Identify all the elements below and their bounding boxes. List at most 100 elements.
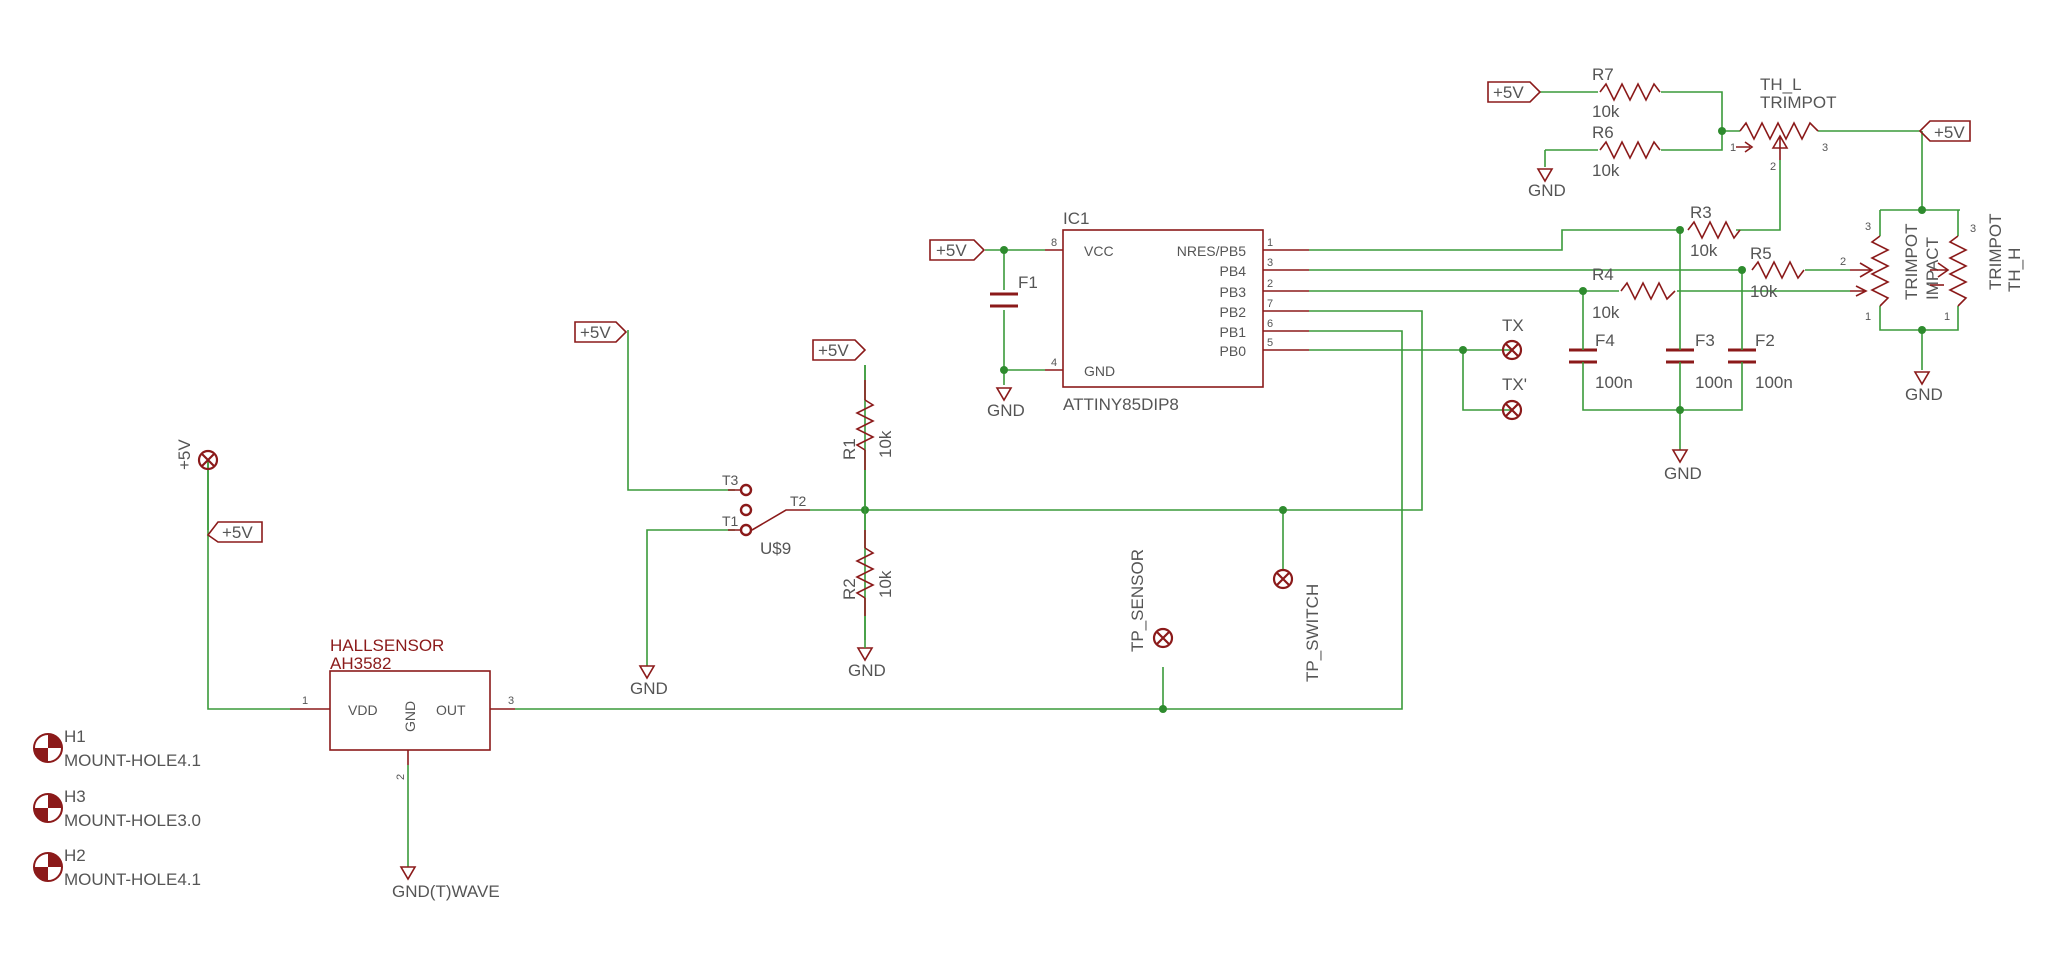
supply-label: +5V — [222, 523, 253, 542]
ic1-pin-pb0: PB0 — [1220, 343, 1247, 359]
ic1-pin-num: 1 — [1267, 237, 1273, 249]
resistor-value: 10k — [876, 570, 895, 598]
mount-hole-h3: H3 MOUNT-HOLE3.0 — [33, 787, 201, 830]
trimpot-pin-num: 1 — [1865, 311, 1871, 323]
test-point-switch: TP_SWITCH — [1272, 568, 1322, 682]
ic1-value: ATTINY85DIP8 — [1063, 395, 1179, 414]
ic1-pin-gnd: GND — [1084, 363, 1115, 379]
mount-hole-value: MOUNT-HOLE4.1 — [64, 870, 201, 889]
supply-flag-hall: +5V — [206, 521, 263, 543]
hall-pin-out: OUT — [436, 702, 466, 718]
switch-pin-t3: T3 — [722, 472, 739, 488]
trimpot-pin-num: 3 — [1822, 142, 1828, 154]
ic1-pin-num: 3 — [1267, 257, 1273, 269]
mount-hole-value: MOUNT-HOLE4.1 — [64, 751, 201, 770]
supply-flag-ic1: +5V — [929, 239, 986, 261]
capacitor-ref: F2 — [1755, 331, 1775, 350]
resistor-r1: R1 10k — [840, 365, 895, 510]
junctions — [861, 127, 1926, 713]
mount-hole-h2: H2 MOUNT-HOLE4.1 — [33, 846, 201, 889]
hall-pin-vdd: VDD — [348, 702, 378, 718]
resistor-ref: R2 — [840, 578, 859, 600]
ground-label: GND — [1664, 464, 1702, 483]
ground-label: GND — [1528, 181, 1566, 200]
supply-label: +5V — [580, 323, 611, 342]
resistor-value: 10k — [1592, 102, 1620, 121]
trimpot-impact: TRIMPOT IMPACT 3 2 1 — [1840, 221, 1942, 323]
resistor-ref: R3 — [1690, 203, 1712, 222]
ground-label: GND — [987, 401, 1025, 420]
resistor-value: 10k — [1592, 303, 1620, 322]
resistor-r2: R2 10k — [840, 510, 895, 648]
capacitor-ref: F1 — [1018, 273, 1038, 292]
resistor-r7: R7 10k — [1592, 65, 1661, 121]
switch-ref: U$9 — [760, 539, 791, 558]
ic1-pin-pb5: NRES/PB5 — [1177, 243, 1246, 259]
wires — [207, 91, 1960, 867]
trimpot-value: TRIMPOT — [1760, 93, 1837, 112]
ic1-ref: IC1 — [1063, 209, 1089, 228]
ic1-pin-vcc: VCC — [1084, 243, 1114, 259]
supply-label: +5V — [936, 241, 967, 260]
supply-label: +5V — [818, 341, 849, 360]
resistor-value: 10k — [1750, 282, 1778, 301]
resistor-value: 10k — [1592, 161, 1620, 180]
capacitor-ref: F4 — [1595, 331, 1615, 350]
trimpot-pin-num: 2 — [1840, 256, 1846, 268]
mount-hole-h1: H1 MOUNT-HOLE4.1 — [33, 727, 201, 770]
resistor-r5: R5 10k — [1750, 244, 1805, 301]
hall-ref: HALLSENSOR — [330, 636, 444, 655]
ground-label: GND — [1905, 385, 1943, 404]
supply-label: +5V — [1934, 123, 1965, 142]
trimpot-pin-num: 3 — [1970, 223, 1976, 235]
test-point-label: TX' — [1502, 375, 1527, 394]
ic1-pin-num: 6 — [1267, 318, 1273, 330]
test-point-label: TX — [1502, 316, 1524, 335]
trimpot-pin-num: 3 — [1865, 221, 1871, 233]
ground-caps: GND — [1664, 449, 1702, 483]
trimpot-pin-num: 1 — [1944, 311, 1950, 323]
resistor-value: 10k — [876, 430, 895, 458]
ground-label: GND(T)WAVE — [392, 882, 500, 901]
trimpot-th-l: TH_L TRIMPOT 1 2 3 — [1730, 75, 1837, 173]
resistor-ref: R6 — [1592, 123, 1614, 142]
ic1-pin-pb2: PB2 — [1220, 304, 1247, 320]
switch-pin-t1: T1 — [722, 513, 739, 529]
capacitor-ref: F3 — [1695, 331, 1715, 350]
capacitor-f4: F4 100n — [1569, 331, 1633, 392]
mount-hole-ref: H2 — [64, 846, 86, 865]
switch-u9: T3 T1 T2 U$9 — [722, 472, 810, 558]
hall-pin-num: 3 — [508, 695, 514, 707]
mount-hole-ref: H1 — [64, 727, 86, 746]
supply-flag-r7: +5V — [1487, 81, 1542, 103]
ic1-attiny85: IC1 ATTINY85DIP8 VCC GND NRES/PB5 PB4 PB… — [1045, 209, 1309, 414]
trimpot-value: TRIMPOT — [1902, 224, 1921, 301]
trimpot-value: TRIMPOT — [1986, 214, 2005, 291]
ground-trimpots: GND — [1905, 371, 1943, 404]
capacitor-f1: F1 — [990, 273, 1038, 308]
supply-flag-divider: +5V — [812, 339, 867, 361]
test-point-sensor: TP_SENSOR — [1128, 549, 1174, 652]
resistor-value: 10k — [1690, 241, 1718, 260]
test-point-vcc: +5V — [175, 439, 219, 471]
supply-label: +5V — [1493, 83, 1524, 102]
mount-hole-value: MOUNT-HOLE3.0 — [64, 811, 201, 830]
ground-ic1: GND — [987, 387, 1025, 420]
ic1-pin-num: 4 — [1051, 357, 1057, 369]
resistor-r4: R4 10k — [1592, 265, 1676, 322]
trimpot-th-h-name: TH_H — [2005, 248, 2024, 292]
hall-sensor: HALLSENSOR AH3582 VDD GND OUT 1 2 3 — [290, 636, 515, 780]
ic1-pin-num: 2 — [1267, 278, 1273, 290]
ground-r6: GND — [1528, 168, 1566, 200]
test-point-label: +5V — [175, 439, 194, 470]
ic1-pin-num: 5 — [1267, 337, 1273, 349]
capacitor-f2: F2 100n — [1728, 331, 1793, 392]
resistor-ref: R1 — [840, 438, 859, 460]
ground-label: GND — [848, 661, 886, 680]
supply-flag-switch: +5V — [574, 321, 628, 343]
capacitor-f3: F3 100n — [1666, 331, 1733, 392]
ground-hall: GND(T)WAVE — [392, 866, 500, 901]
ic1-pin-num: 8 — [1051, 237, 1057, 249]
